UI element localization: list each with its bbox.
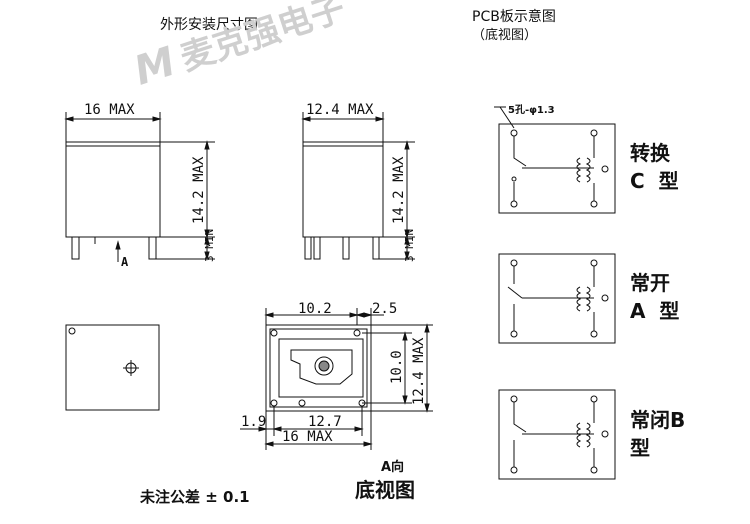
- bottom-view-pin-1: [270, 329, 278, 337]
- tolerance-note: 未注公差 ± 0.1: [140, 488, 250, 506]
- front-view: 16 MAX 14.2 MAX 3 MIN A: [64, 102, 216, 269]
- pcb-diagram-type-c: [498, 123, 616, 214]
- side-width-dimension: 12.4 MAX: [306, 102, 374, 118]
- pcb-label-b-line1: 常闭B: [630, 408, 686, 432]
- bottom-dim-1-9: 1.9: [241, 414, 266, 430]
- bottom-view-caption: 底视图: [355, 478, 415, 502]
- front-width-dimension: 16 MAX: [84, 102, 135, 118]
- pcb-layout-subtitle: （底视图）: [472, 28, 538, 43]
- pcb-label-c-line2: C 型: [630, 169, 679, 193]
- bottom-view-pin-4: [298, 399, 306, 407]
- bottom-view-hub-outer: [314, 356, 334, 376]
- pcb-layout-title: PCB板示意图: [472, 9, 556, 25]
- side-pin-dimension: 3 MIN: [403, 229, 416, 262]
- bottom-view-pin-2: [353, 329, 361, 337]
- front-pin-dimension: 3 MIN: [203, 229, 216, 262]
- bottom-dim-10-0: 10.0: [389, 350, 405, 384]
- outline-drawing-title: 外形安装尺寸图: [160, 17, 258, 33]
- side-view-pins: [304, 236, 380, 260]
- side-height-dimension: 14.2 MAX: [391, 156, 407, 224]
- top-view: [65, 324, 160, 411]
- view-a-arrow-label: A: [121, 255, 129, 269]
- bottom-view: 10.2 2.5 10.0 12.4 MAX 1.9 12.7 16 MAX: [240, 301, 433, 450]
- bottom-dim-16-max: 16 MAX: [282, 429, 333, 445]
- bottom-view-hub-inner: [318, 360, 330, 372]
- pcb-diagram-type-b: [498, 389, 616, 480]
- bottom-dim-2-5: 2.5: [372, 301, 397, 317]
- pcb-label-a-line1: 常开: [630, 271, 670, 295]
- front-height-dimension: 14.2 MAX: [191, 156, 207, 224]
- pcb-diagram-type-a: [498, 253, 616, 344]
- pcb-label-b-line2: 型: [630, 436, 650, 460]
- bottom-dim-12-4-max: 12.4 MAX: [411, 337, 427, 405]
- front-view-pins: [71, 236, 157, 260]
- pcb-label-c-line1: 转换: [630, 141, 670, 165]
- bottom-view-caption-a: A向: [381, 460, 405, 475]
- bottom-dim-12-7: 12.7: [308, 414, 342, 430]
- bottom-dim-10-2: 10.2: [298, 301, 332, 317]
- top-view-pin1-mark: [68, 327, 76, 335]
- bottom-view-pin-3: [270, 399, 278, 407]
- side-view: 12.4 MAX 14.2 MAX 3 MIN: [301, 102, 416, 262]
- pcb-label-a-line2: A 型: [630, 299, 680, 323]
- pcb-hole-note: 5孔-φ1.3: [508, 105, 555, 116]
